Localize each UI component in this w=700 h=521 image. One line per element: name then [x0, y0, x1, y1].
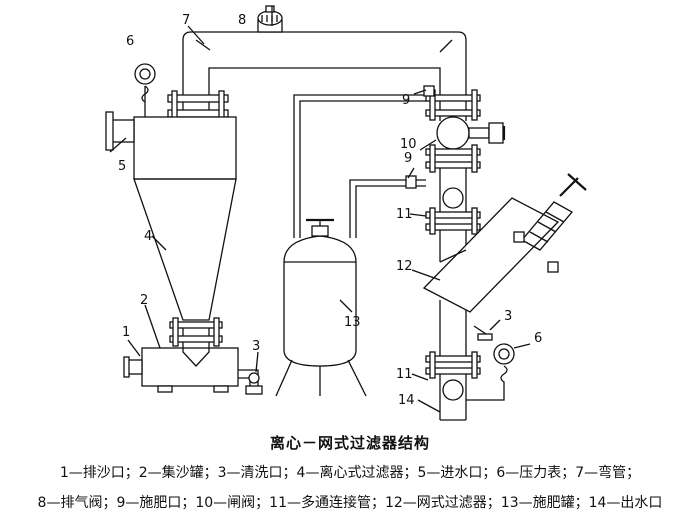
cone-bottom-flange: [169, 317, 223, 347]
label-3-right: 3: [504, 309, 512, 324]
left-riser-flanges: [167, 90, 229, 122]
label-4: 4: [144, 229, 152, 244]
fertilizer-tank: [275, 218, 367, 397]
multi-way-connector: [425, 168, 481, 421]
air-release-valve: [257, 5, 283, 33]
label-10: 10: [400, 137, 417, 152]
label-11-top: 11: [396, 207, 413, 222]
gate-valve: [425, 116, 506, 173]
figure-title: 离心－网式过滤器结构: [269, 434, 430, 452]
right-riser-flanges: [425, 89, 481, 121]
label-6-right: 6: [534, 331, 542, 346]
label-6-left: 6: [126, 34, 134, 49]
label-3-left: 3: [252, 339, 260, 354]
legend-line-1: 1—排沙口；2—集沙罐；3—清洗口；4—离心式过滤器；5—进水口；6—压力表；7…: [59, 465, 641, 481]
label-9-mid: 9: [404, 151, 412, 166]
label-9-top: 9: [402, 93, 410, 108]
label-8: 8: [238, 13, 246, 28]
pressure-gauge-right: [466, 343, 515, 401]
label-5: 5: [118, 159, 126, 174]
label-2: 2: [140, 293, 148, 308]
centrifugal-filter: [105, 63, 237, 321]
label-12: 12: [396, 259, 413, 274]
filter-diagram: 1 2 3 4 5 6 7 8 9 10 9 11 12 13 3 6 11 1…: [105, 5, 587, 421]
sand-collection-tank: [123, 342, 263, 395]
label-1: 1: [122, 325, 130, 340]
part-number-labels: 1 2 3 4 5 6 7 8 9 10 9 11 12 13 3 6 11 1…: [118, 13, 542, 408]
fertilizer-lines: [293, 85, 435, 238]
label-14: 14: [398, 393, 415, 408]
label-7: 7: [182, 13, 190, 28]
elbow-pipe: [182, 31, 467, 95]
legend-line-2: 8—排气阀；9—施肥口；10—闸阀；11—多通连接管；12—网式过滤器；13—施…: [37, 495, 663, 511]
label-13: 13: [344, 315, 361, 330]
label-11-bottom: 11: [396, 367, 413, 382]
screen-filter: [422, 173, 587, 341]
leader-lines: [109, 6, 531, 413]
